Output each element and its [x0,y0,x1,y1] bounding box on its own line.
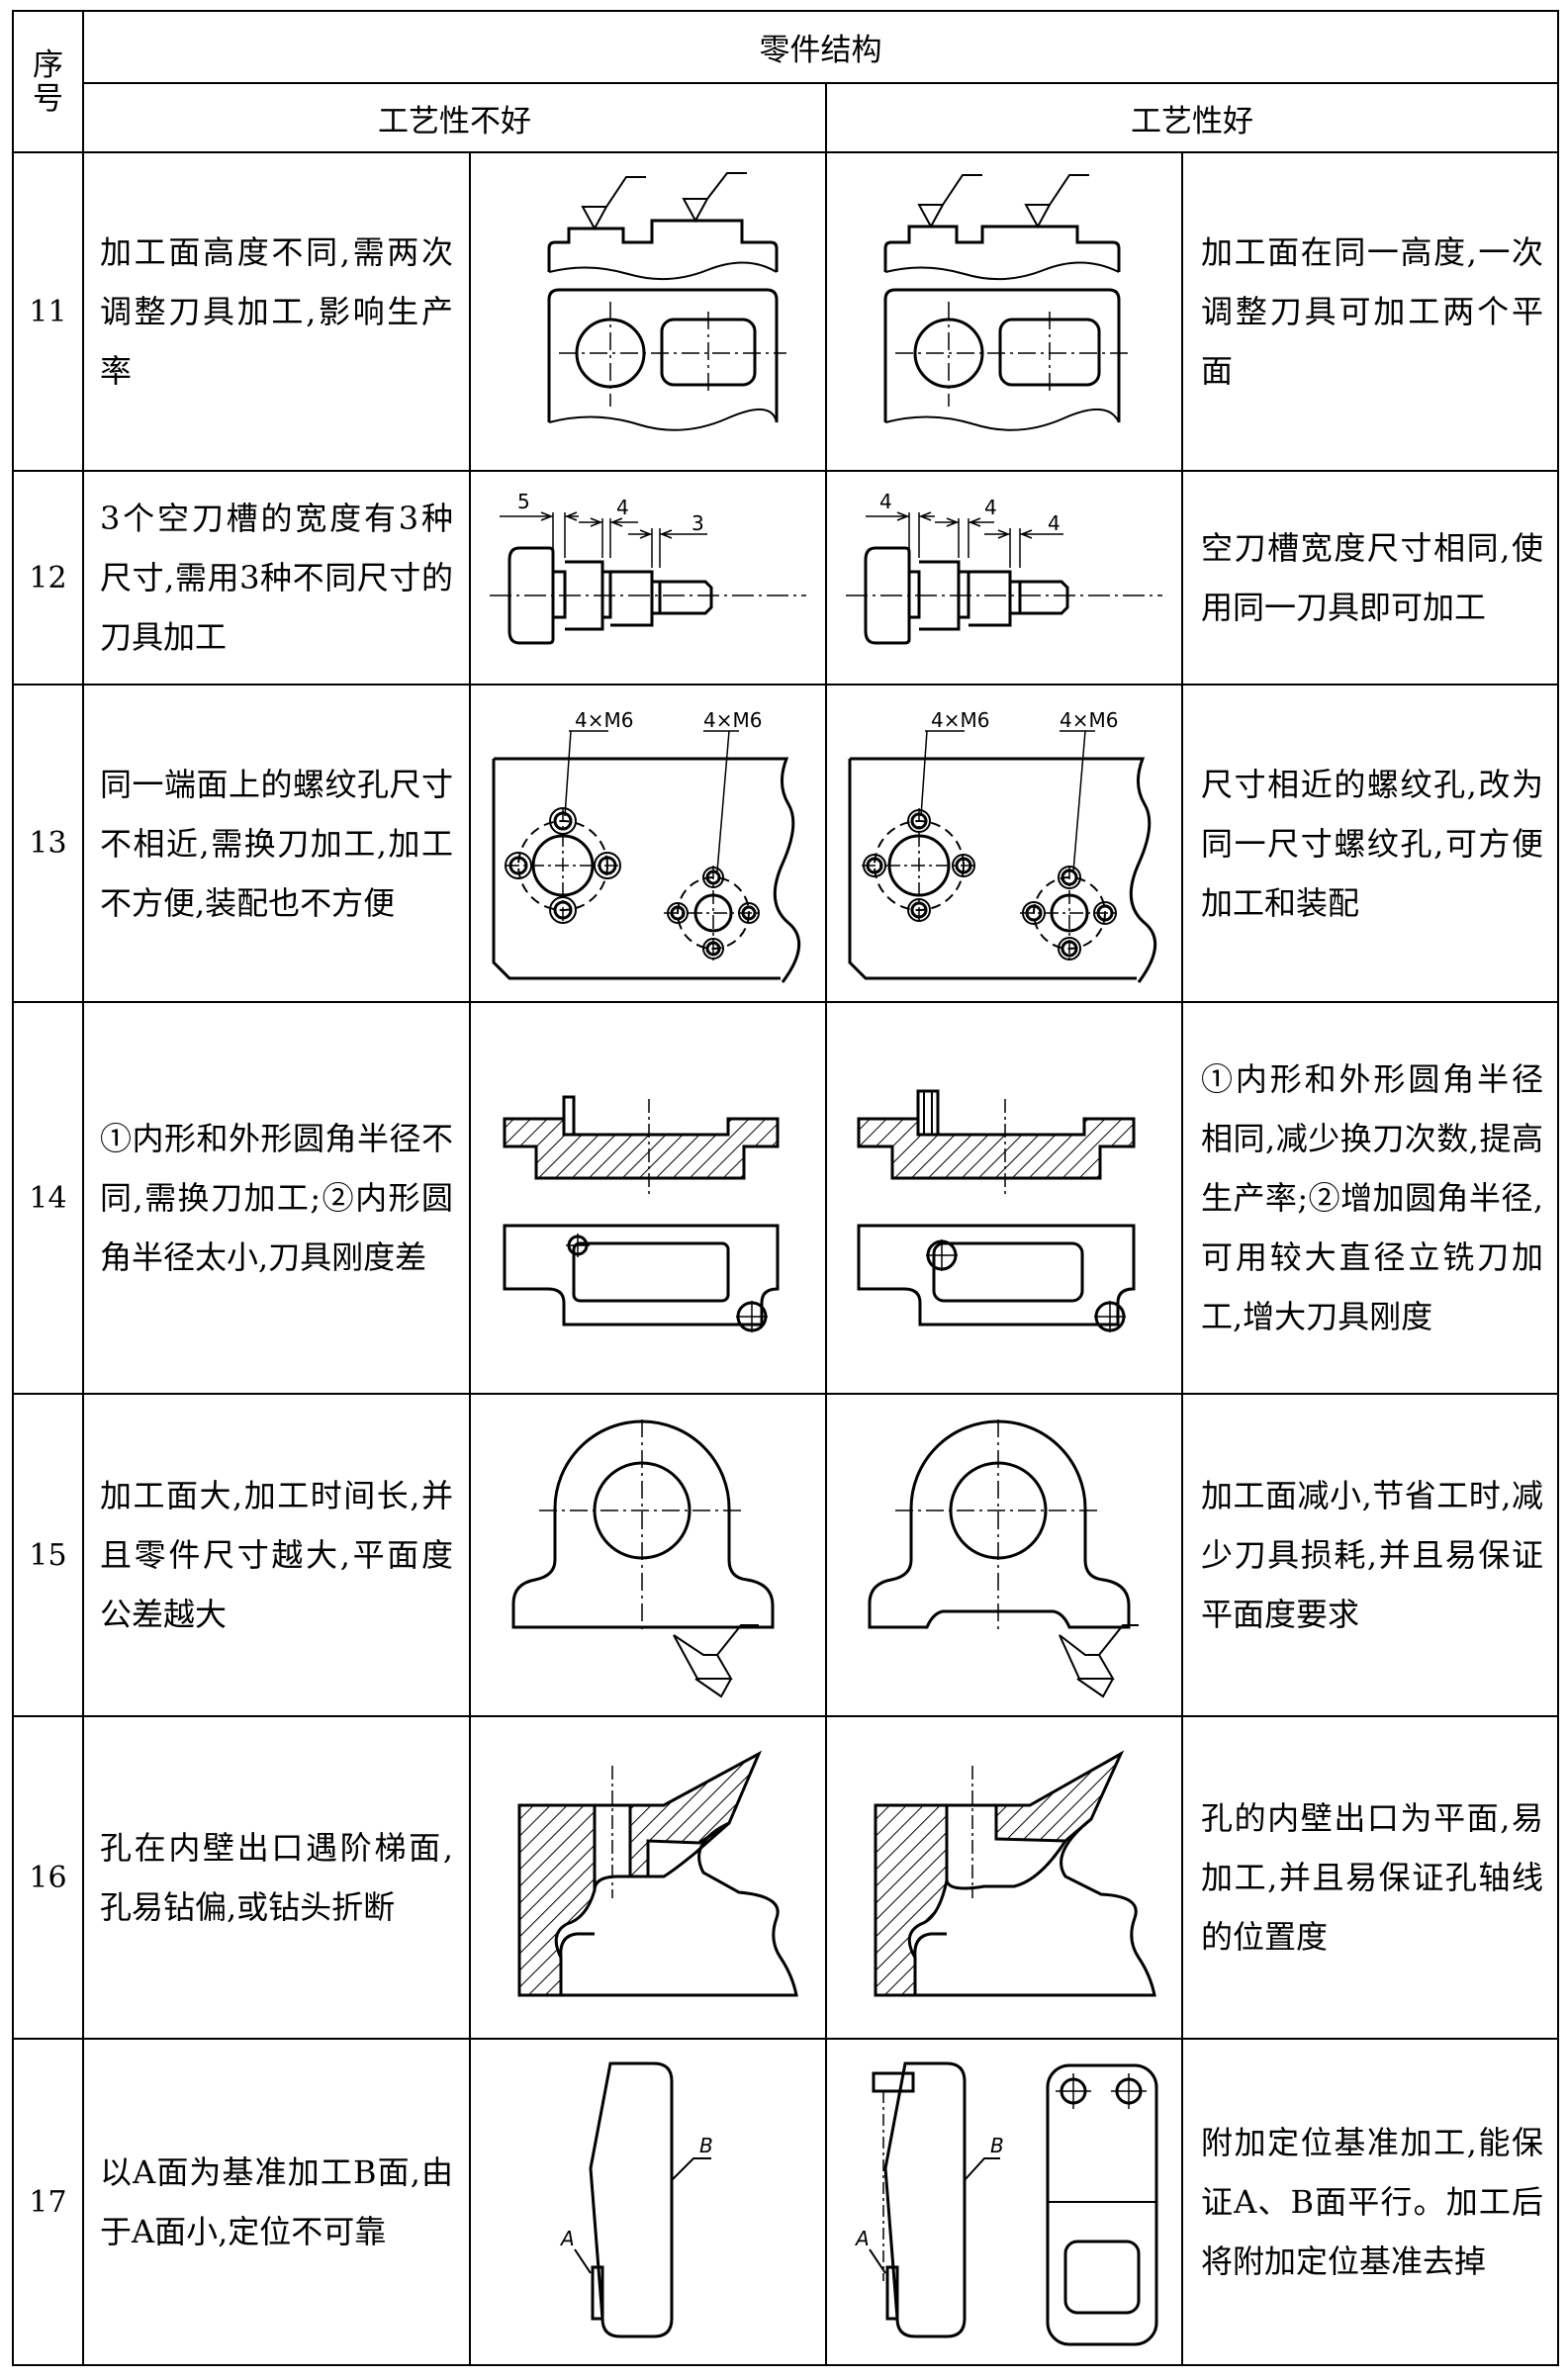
figure-17-bad: B A [559,2061,713,2338]
figure-14-bad [503,1095,780,1332]
good-figure: 4 4 4 [825,470,1183,686]
good-figure: B A [825,2038,1183,2366]
face-a-label: A [559,2227,575,2250]
row-number: 16 [12,1715,84,2040]
row-number: 14 [12,1001,84,1395]
face-a-label: A [854,2227,870,2250]
figure-12-bad: 5 4 3 [490,490,806,645]
figure-11-bad [547,172,786,431]
good-description: 尺寸相近的螺纹孔,改为同一尺寸螺纹孔,可方便加工和装配 [1181,684,1559,1003]
thread-label: 4×M6 [931,708,989,732]
bad-figure [469,1393,827,1717]
row-number: 11 [12,151,84,472]
row-number: 12 [12,470,84,686]
figure-13-bad: 4×M6 4×M6 [492,708,801,983]
good-figure [825,1715,1183,2040]
table-row: 15 加工面大,加工时间长,并且零件尺寸越大,平面度公差越大 加工面减小,节省工… [12,1393,1559,1717]
process-table: 序号 零件结构 工艺性不好 工艺性好 11 加工面高度不同,需两次调整刀具加工,… [12,10,1559,2366]
figure-13-good: 4×M6 4×M6 [848,708,1157,983]
good-description: ①内形和外形圆角半径相同,减少换刀次数,提高生产率;②增加圆角半径,可用较大直径… [1181,1001,1559,1395]
thread-label: 4×M6 [703,708,762,732]
figure-15-good [868,1419,1139,1698]
dimension-label: 5 [517,490,530,513]
seq-header: 序号 [12,10,84,153]
good-description: 孔的内壁出口为平面,易加工,并且易保证孔轴线的位置度 [1181,1715,1559,2040]
good-figure [825,151,1183,472]
bad-description: 加工面大,加工时间长,并且零件尺寸越大,平面度公差越大 [82,1393,471,1717]
figure-11-good [883,174,1129,431]
bad-figure: 4×M6 4×M6 [469,684,827,1003]
figure-16-good [874,1750,1156,1997]
figure-17-good: B A [854,2061,1158,2346]
bad-figure: 5 4 3 [469,470,827,686]
figure-12-good: 4 4 4 [846,490,1162,645]
bad-description: 3个空刀槽的宽度有3种尺寸,需用3种不同尺寸的刀具加工 [82,470,471,686]
bad-description: 孔在内壁出口遇阶梯面,孔易钻偏,或钻头折断 [82,1715,471,2040]
figure-14-good [857,1089,1136,1332]
thread-label: 4×M6 [575,708,633,732]
dimension-label: 4 [616,496,629,519]
dimension-label: 4 [984,496,997,519]
seq-header-text: 序号 [33,46,63,117]
table-row: 16 孔在内壁出口遇阶梯面,孔易钻偏,或钻头折断 [12,1715,1559,2040]
table-row: 14 ①内形和外形圆角半径不同,需换刀加工;②内形圆角半径太小,刀具刚度差 [12,1001,1559,1395]
bad-figure [469,151,827,472]
table-row: 12 3个空刀槽的宽度有3种尺寸,需用3种不同尺寸的刀具加工 5 4 3 [12,470,1559,686]
dimension-label: 4 [1048,511,1061,535]
face-b-label: B [990,2134,1004,2157]
good-figure: 4×M6 4×M6 [825,684,1183,1003]
table-row: 13 同一端面上的螺纹孔尺寸不相近,需换刀加工,加工不方便,装配也不方便 4×M… [12,684,1559,1003]
good-description: 附加定位基准加工,能保证A、B面平行。加工后将附加定位基准去掉 [1181,2038,1559,2366]
bad-description: 以A面为基准加工B面,由于A面小,定位不可靠 [82,2038,471,2366]
bad-figure [469,1715,827,2040]
face-b-label: B [699,2134,713,2157]
bad-figure: B A [469,2038,827,2366]
bad-figure [469,1001,827,1395]
good-description: 加工面减小,节省工时,减少刀具损耗,并且易保证平面度要求 [1181,1393,1559,1717]
figure-16-bad [517,1750,798,1997]
row-number: 17 [12,2038,84,2366]
figure-15-bad [511,1419,775,1698]
good-figure [825,1001,1183,1395]
good-figure [825,1393,1183,1717]
good-header: 工艺性好 [825,82,1559,153]
structure-header: 零件结构 [82,10,1559,84]
good-description: 空刀槽宽度尺寸相同,使用同一刀具即可加工 [1181,470,1559,686]
bad-description: 同一端面上的螺纹孔尺寸不相近,需换刀加工,加工不方便,装配也不方便 [82,684,471,1003]
bad-description: ①内形和外形圆角半径不同,需换刀加工;②内形圆角半径太小,刀具刚度差 [82,1001,471,1395]
thread-label: 4×M6 [1060,708,1118,732]
dimension-label: 3 [692,511,704,535]
row-number: 15 [12,1393,84,1717]
dimension-label: 4 [879,490,892,513]
bad-description: 加工面高度不同,需两次调整刀具加工,影响生产率 [82,151,471,472]
table-row: 17 以A面为基准加工B面,由于A面小,定位不可靠 B A B A [12,2038,1559,2366]
bad-header: 工艺性不好 [82,82,827,153]
good-description: 加工面在同一高度,一次调整刀具可加工两个平面 [1181,151,1559,472]
table-row: 11 加工面高度不同,需两次调整刀具加工,影响生产率 [12,151,1559,472]
row-number: 13 [12,684,84,1003]
